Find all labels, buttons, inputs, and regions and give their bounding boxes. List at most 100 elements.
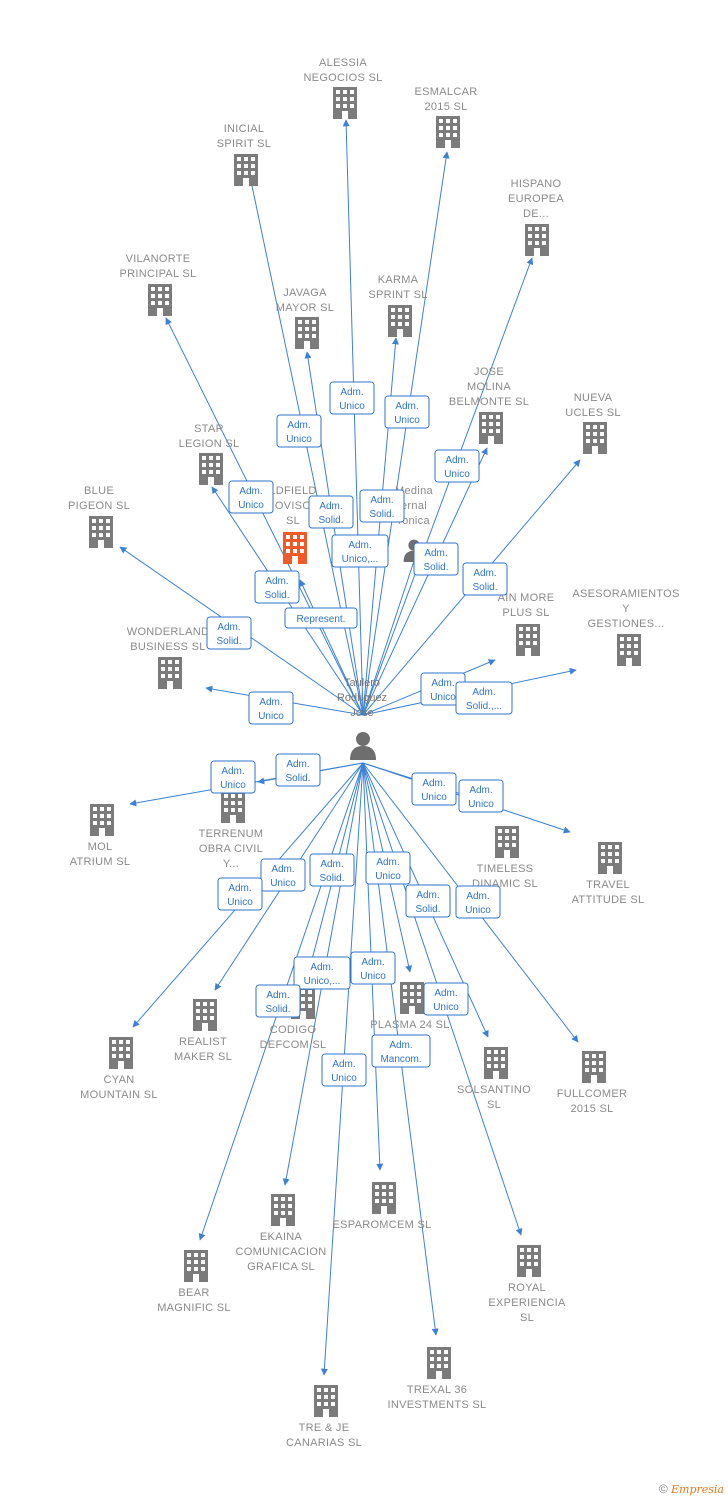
node-esparomcem[interactable]: ESPAROMCEM SL (332, 1182, 431, 1231)
edge-label[interactable]: Adm.Unico (248, 691, 294, 725)
edge-label[interactable]: Adm.Unico (260, 858, 306, 892)
node-label-line: OBRA CIVIL (199, 843, 263, 855)
node-label-line: ALESSIA (319, 57, 367, 69)
node-label-line: OVISO (275, 500, 311, 512)
edge-label[interactable]: Adm.Solid. (359, 489, 405, 523)
node-label-line: INICIAL (224, 123, 265, 135)
edge-label-box (371, 1034, 431, 1068)
edge-label[interactable]: Adm.Solid. (309, 853, 355, 887)
node-label-line: TRE & JE (299, 1422, 350, 1434)
edge-label[interactable]: Adm.Unico (217, 877, 263, 911)
node-treje[interactable]: TRE & JE CANARIAS SL (286, 1385, 362, 1449)
edge-label[interactable]: Adm.Unico (365, 851, 411, 885)
edge-label[interactable]: Adm.Solid. (413, 542, 459, 576)
edge-label[interactable]: Adm.Unico (276, 414, 322, 448)
edge-label[interactable]: Adm.Unico (434, 449, 480, 483)
edge-label-line: Adm. (271, 864, 294, 875)
brand-logo[interactable]: Empresia (671, 1483, 724, 1496)
edge-label-line: Adm. (469, 785, 492, 796)
node-label-line: CYAN (104, 1074, 135, 1086)
edge-label-box (455, 681, 513, 715)
node-label-line: CANARIAS SL (286, 1437, 362, 1449)
edge-label[interactable]: Represent. (284, 607, 358, 629)
edge-label-text: Adm.Solid. (369, 495, 394, 520)
edge-label-line: Solid. (318, 515, 343, 526)
center-person-icon (350, 732, 376, 760)
building-icon (89, 516, 113, 548)
edge-label[interactable]: Adm.Unico (350, 951, 396, 985)
edge-label-line: Adm. (217, 622, 240, 633)
edge-label-text: Adm.Solid. (285, 759, 310, 784)
edge-label-line: Adm. (239, 486, 262, 497)
edge-label-text: Adm.Unico (220, 766, 246, 791)
building-icon (184, 1250, 208, 1282)
edge-label[interactable]: Adm.Unico (384, 395, 430, 429)
edge-label[interactable]: Adm.Solid. (308, 495, 354, 529)
edge-label-line: Adm. (445, 455, 468, 466)
building-icon (221, 791, 245, 823)
edge-label[interactable]: Adm.Solid. (254, 570, 300, 604)
edge-label-line: Unico,... (304, 976, 341, 987)
edge-label-box (350, 951, 396, 985)
edge-label-text: Adm.Solid. (264, 576, 289, 601)
edge-label[interactable]: Adm.Solid. (275, 753, 321, 787)
edge-label[interactable]: Adm.Unico (423, 982, 469, 1016)
edge-label[interactable]: Adm.Solid. (405, 884, 451, 918)
edge-label[interactable]: Adm.Unico (458, 779, 504, 813)
edge-label[interactable]: Adm.Solid. (462, 562, 508, 596)
edge-label[interactable]: Adm.Solid. (255, 984, 301, 1018)
building-icon (427, 1347, 451, 1379)
edge-label-text: Adm.Unico (421, 778, 447, 803)
edge-label[interactable]: Adm.Unico,... (331, 534, 389, 568)
edge-label[interactable]: Adm.Unico,... (293, 956, 351, 990)
edge-label[interactable]: Adm.Unico (228, 480, 274, 514)
edge-label[interactable]: Adm.Unico (329, 381, 375, 415)
node-plasma[interactable]: PLASMA 24 SL (370, 982, 449, 1031)
edge-label-line: Unico (375, 871, 401, 882)
edge-label[interactable]: Adm.Unico (321, 1053, 367, 1087)
node-label-line: GRAFICA SL (247, 1261, 315, 1273)
edge-label[interactable]: Adm.Unico (210, 760, 256, 794)
edge-label[interactable]: Adm.Solid. (206, 616, 252, 650)
edge-label-line: Adm. (422, 778, 445, 789)
edge-label[interactable]: Adm.Solid.,... (455, 681, 513, 715)
edge-label[interactable]: Adm.Unico (455, 885, 501, 919)
node-label-line: ASESORAMIENTOS (572, 588, 679, 600)
building-icon (283, 532, 307, 564)
edge-label[interactable]: Adm.Unico (411, 772, 457, 806)
edge-label[interactable]: Adm.Mancom. (371, 1034, 431, 1068)
edge-label[interactable]: Adm.Unico (420, 672, 466, 706)
